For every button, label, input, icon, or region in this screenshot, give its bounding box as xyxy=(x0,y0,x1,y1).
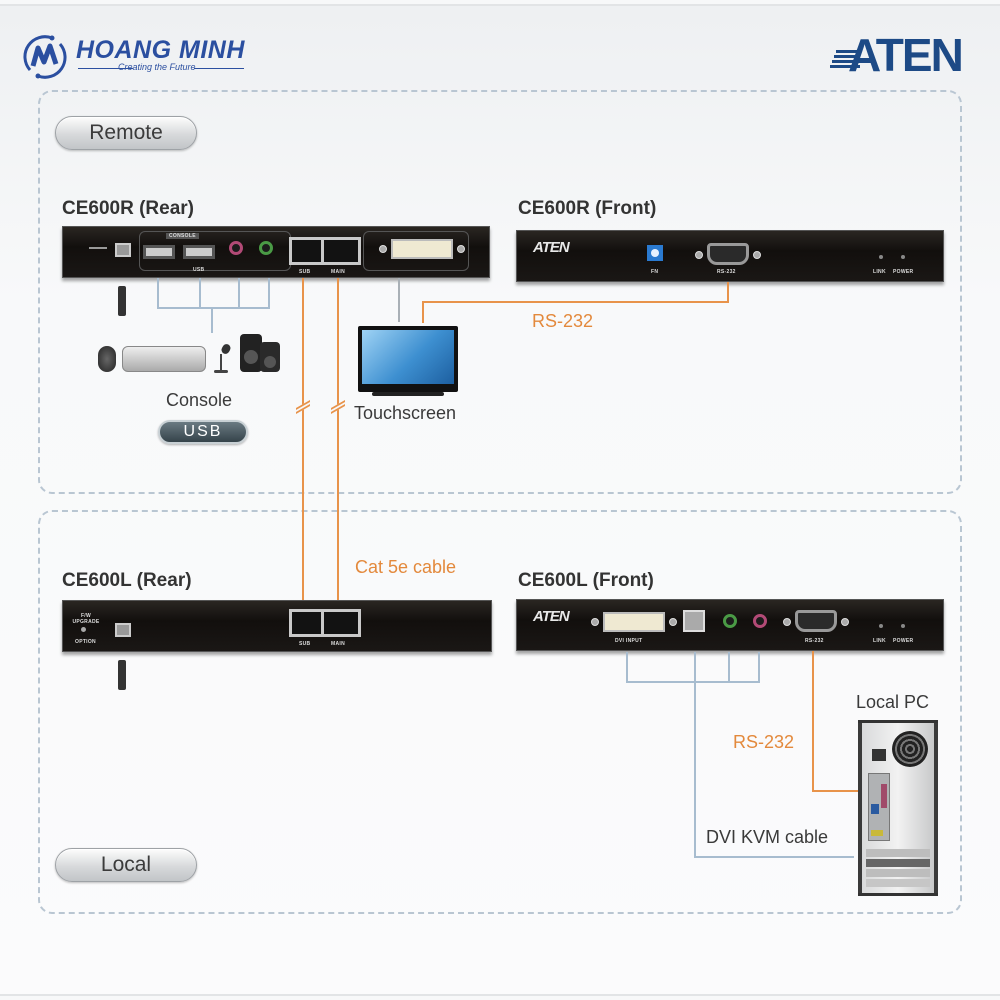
rs232-label: RS-232 xyxy=(717,269,736,275)
mouse-icon xyxy=(98,346,116,372)
rs232-local-label: RS-232 xyxy=(733,732,795,752)
panel-brand: ATEN xyxy=(533,239,570,256)
local-zone-label: Local xyxy=(55,848,197,882)
usb-b-port[interactable] xyxy=(683,610,705,632)
ce600l-front-panel: ATEN DVI INPUT RS-232 LINK POWER xyxy=(516,599,944,651)
dvi-port[interactable] xyxy=(391,239,453,259)
microphone-icon xyxy=(210,342,234,374)
rs232-local-cable xyxy=(812,651,814,791)
power-label: POWER xyxy=(893,638,914,644)
ce600r-front-panel: ATEN FN RS-232 LINK POWER xyxy=(516,230,944,282)
fw-upgrade-label: F/W UPGRADE xyxy=(72,613,100,625)
remote-zone xyxy=(38,90,962,494)
dvi-input-port[interactable] xyxy=(603,612,665,632)
main-rj45-port[interactable] xyxy=(321,609,361,637)
power-symbol-icon xyxy=(89,247,107,257)
cat5e-label: Cat 5e cable xyxy=(355,557,457,577)
io-panel xyxy=(868,773,890,841)
aten-logo: ATEN xyxy=(830,29,975,81)
rs232-remote-label: RS-232 xyxy=(532,311,594,331)
power-jack[interactable] xyxy=(115,623,131,637)
ce600l-rear-title: CE600L (Rear) xyxy=(62,570,192,591)
link-label: LINK xyxy=(873,269,886,275)
usb-port-2[interactable] xyxy=(183,245,215,259)
ce600l-rear-panel: F/W UPGRADE OPTION SUB MAIN xyxy=(62,600,492,652)
usb-port-1[interactable] xyxy=(143,245,175,259)
touchscreen-icon xyxy=(358,326,458,392)
local-pc-tower-icon xyxy=(858,720,938,896)
fn-star-icon xyxy=(651,249,659,257)
power-led xyxy=(901,624,905,628)
mic-jack[interactable] xyxy=(229,241,243,255)
sub-label: SUB xyxy=(299,641,311,647)
dvi-kvm-cable xyxy=(694,681,696,857)
power-plug-icon xyxy=(118,286,126,316)
rs232-remote-cable xyxy=(422,301,728,303)
mic-jack[interactable] xyxy=(753,614,767,628)
ce600r-front-title: CE600R (Front) xyxy=(518,198,657,219)
console-label: Console xyxy=(166,390,233,410)
fan-icon xyxy=(892,731,928,767)
cat5e-sub-cable xyxy=(302,278,304,602)
ce600l-front-title: CE600L (Front) xyxy=(518,570,654,591)
fn-label: FN xyxy=(651,269,659,275)
aten-stripes-icon xyxy=(830,50,860,68)
power-label: POWER xyxy=(893,269,914,275)
speaker-jack[interactable] xyxy=(723,614,737,628)
hm-emblem-icon xyxy=(23,35,67,79)
keyboard-icon xyxy=(122,346,206,372)
ce600r-rear-panel: CONSOLE USB SUB MAIN xyxy=(62,226,490,278)
speakers-icon xyxy=(240,334,284,378)
dvi-kvm-label: DVI KVM cable xyxy=(706,827,829,847)
aten-brand-name: ATEN xyxy=(848,29,964,81)
local-pc-label: Local PC xyxy=(856,692,930,712)
power-plug-icon xyxy=(118,660,126,690)
option-label: OPTION xyxy=(75,639,96,645)
panel-brand: ATEN xyxy=(533,608,570,625)
local-zone xyxy=(38,510,962,914)
console-label: CONSOLE xyxy=(166,233,199,239)
cat5e-main-cable xyxy=(337,278,339,602)
ce600r-rear-title: CE600R (Rear) xyxy=(62,198,194,219)
power-jack[interactable] xyxy=(115,243,131,257)
touchscreen-label: Touchscreen xyxy=(354,403,457,423)
main-rj45-port[interactable] xyxy=(321,237,361,265)
rs232-port[interactable] xyxy=(795,610,837,632)
speaker-jack[interactable] xyxy=(259,241,273,255)
power-led xyxy=(901,255,905,259)
sub-label: SUB xyxy=(299,269,311,275)
usb-badge: USB xyxy=(158,420,248,444)
dvi-input-label: DVI INPUT xyxy=(615,638,643,644)
hoang-minh-logo: HOANG MINH Creating the Future xyxy=(22,34,252,84)
link-led xyxy=(879,255,883,259)
hm-tagline: Creating the Future xyxy=(118,62,196,72)
dvi-video-cable xyxy=(398,278,400,322)
link-led xyxy=(879,624,883,628)
hm-brand-name: HOANG MINH xyxy=(76,36,245,64)
rs232-label: RS-232 xyxy=(805,638,824,644)
diagram-canvas: HOANG MINH Creating the Future ATEN Remo… xyxy=(0,4,1000,996)
fn-button[interactable] xyxy=(647,245,663,261)
rs232-port[interactable] xyxy=(707,243,749,265)
link-label: LINK xyxy=(873,638,886,644)
remote-zone-label: Remote xyxy=(55,116,197,150)
console-usb-cable xyxy=(157,307,270,309)
fw-switch[interactable] xyxy=(81,627,86,632)
usb-label: USB xyxy=(193,267,205,273)
main-label: MAIN xyxy=(331,641,345,647)
main-label: MAIN xyxy=(331,269,345,275)
